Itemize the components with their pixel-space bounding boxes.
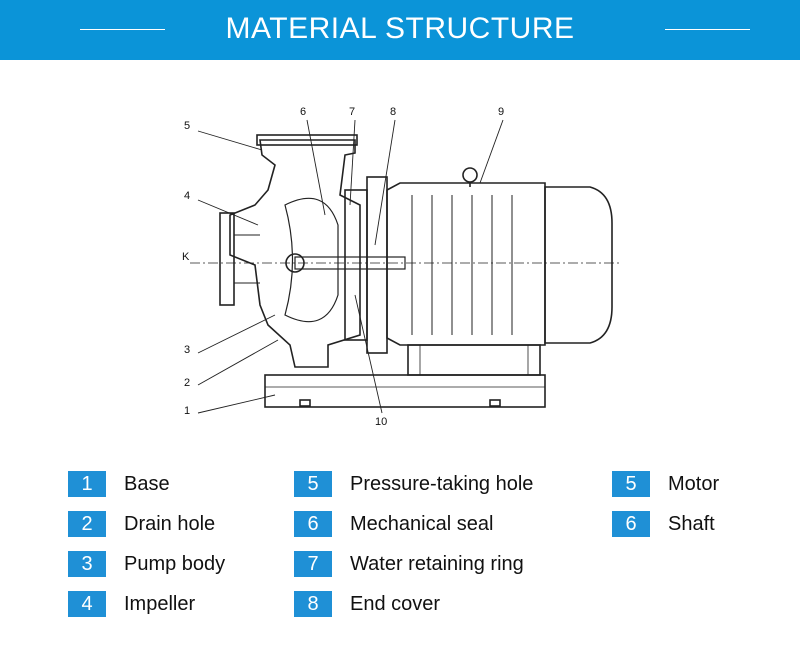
header-rule-left — [80, 29, 165, 30]
legend-item: 2 Drain hole — [68, 511, 215, 537]
legend-badge: 5 — [294, 471, 332, 497]
callout-labels: 5 6 7 8 9 4 K 3 2 1 10 — [182, 106, 504, 428]
legend-label: Shaft — [668, 512, 715, 535]
legend-item: 3 Pump body — [68, 551, 225, 577]
legend-label: Motor — [668, 472, 720, 495]
legend-label: Water retaining ring — [350, 552, 524, 575]
lifting-eye — [462, 167, 478, 183]
pump-casing — [229, 139, 361, 368]
callout-7: 7 — [349, 106, 355, 118]
legend-label: Pump body — [124, 552, 226, 575]
legend-label: End cover — [350, 592, 441, 615]
callout-3: 3 — [184, 344, 190, 356]
motor-flange — [366, 176, 388, 354]
pump-lines — [190, 119, 620, 414]
legend-item: 5 Pressure-taking hole — [294, 471, 533, 497]
legend-badge: 1 — [68, 471, 106, 497]
discharge-flange — [256, 134, 358, 146]
legend-label: Mechanical seal — [350, 512, 494, 535]
legend-badge: 7 — [294, 551, 332, 577]
fan-cover — [544, 186, 613, 344]
legend-badge: 3 — [68, 551, 106, 577]
impeller-shape — [284, 197, 339, 323]
callout-5: 5 — [184, 120, 190, 132]
callout-2: 2 — [184, 377, 190, 389]
callout-4: 4 — [184, 190, 190, 202]
callout-8: 8 — [390, 106, 396, 118]
base-foot-right — [489, 399, 501, 407]
legend-label: Base — [124, 472, 170, 495]
suction-flange — [219, 212, 235, 306]
leader-lines — [197, 119, 504, 414]
legend-item: 4 Impeller — [68, 591, 195, 617]
legend-label: Impeller — [124, 592, 196, 615]
legend-badge: 6 — [294, 511, 332, 537]
motor-body — [386, 182, 546, 346]
legend-item: 5 Motor — [612, 471, 719, 497]
page-title: MATERIAL STRUCTURE — [225, 12, 575, 45]
legend-badge: 4 — [68, 591, 106, 617]
base-foot-left — [299, 399, 311, 407]
callout-6: 6 — [300, 106, 306, 118]
legend-label: Pressure-taking hole — [350, 472, 534, 495]
motor-foot — [407, 344, 541, 376]
header-rule-right — [665, 29, 750, 30]
callout-9: 9 — [498, 106, 504, 118]
pump-diagram: 5 6 7 8 9 4 K 3 2 1 10 — [150, 95, 650, 435]
end-cover-shape — [344, 189, 368, 341]
callout-k: K — [182, 251, 190, 263]
legend-badge: 5 — [612, 471, 650, 497]
legend-badge: 2 — [68, 511, 106, 537]
base-shape — [264, 374, 546, 408]
legend-badge: 8 — [294, 591, 332, 617]
callout-1: 1 — [184, 405, 190, 417]
legend-item: 8 End cover — [294, 591, 440, 617]
callout-10: 10 — [375, 416, 387, 428]
legend-badge: 6 — [612, 511, 650, 537]
legend-item: 1 Base — [68, 471, 170, 497]
legend-item: 6 Mechanical seal — [294, 511, 493, 537]
legend-item: 6 Shaft — [612, 511, 715, 537]
pump-drawing: 5 6 7 8 9 4 K 3 2 1 10 — [182, 106, 620, 428]
legend-item: 7 Water retaining ring — [294, 551, 524, 577]
legend-label: Drain hole — [124, 512, 216, 535]
header-banner: MATERIAL STRUCTURE — [0, 0, 800, 60]
